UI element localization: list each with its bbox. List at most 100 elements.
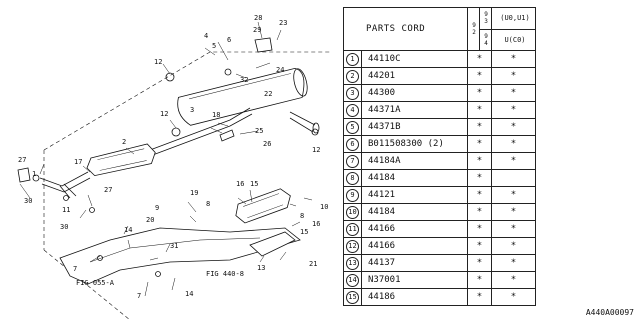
applicability-mark-2: * (491, 50, 536, 68)
row-index: 7 (346, 155, 359, 168)
part-number: 44121 (361, 186, 468, 204)
callout-16b: 16 (312, 220, 320, 228)
row-index-cell: 15 (343, 288, 362, 306)
row-index: 2 (346, 70, 359, 83)
front-pipe (39, 171, 91, 193)
row-index: 12 (346, 240, 359, 253)
callout-10: 10 (320, 203, 328, 211)
main-muffler (177, 67, 308, 126)
part-number: 44166 (361, 237, 468, 255)
callout-25: 25 (255, 127, 263, 135)
applicability-mark-2: * (491, 271, 536, 289)
row-index-cell: 8 (343, 169, 362, 187)
applicability-mark-2: * (491, 118, 536, 136)
row-index: 8 (346, 172, 359, 185)
part-number: 44371A (361, 101, 468, 119)
row-index: 10 (346, 206, 359, 219)
callout-27b: 27 (104, 186, 112, 194)
config-2-header: U(C0) (491, 28, 536, 51)
applicability-mark-2: * (491, 135, 536, 153)
row-index-cell: 14 (343, 271, 362, 289)
callout-9: 9 (155, 204, 159, 212)
row-index-cell: 5 (343, 118, 362, 136)
applicability-mark-1: * (467, 237, 492, 255)
callout-31: 31 (170, 242, 178, 250)
cover-plate (249, 231, 296, 257)
applicability-mark-2: * (491, 101, 536, 119)
part-number: 44201 (361, 67, 468, 85)
leader-lines (19, 21, 313, 297)
table-header-title: PARTS CORD (343, 7, 468, 51)
row-index-cell: 11 (343, 220, 362, 238)
callout-20: 20 (146, 216, 154, 224)
callout-22: 22 (264, 90, 272, 98)
image-code: A440A00097 (585, 308, 634, 317)
applicability-mark-1: * (467, 152, 492, 170)
part-number: 44184A (361, 152, 468, 170)
applicability-mark-1: * (467, 203, 492, 221)
row-index: 6 (346, 138, 359, 151)
row-index: 9 (346, 189, 359, 202)
row-index-cell: 12 (343, 237, 362, 255)
applicability-mark-1: * (467, 186, 492, 204)
applicability-mark-2: * (491, 237, 536, 255)
row-index: 5 (346, 121, 359, 134)
applicability-mark-1: * (467, 84, 492, 102)
callout-16: 16 (236, 180, 244, 188)
callout-23: 23 (279, 19, 287, 27)
callout-29: 29 (253, 26, 261, 34)
callout-30a: 30 (24, 197, 32, 205)
callout-13: 13 (257, 264, 265, 272)
callout-4: 4 (204, 32, 208, 40)
applicability-mark-2 (491, 169, 536, 187)
callout-3: 3 (190, 106, 194, 114)
part-number: 44186 (361, 288, 468, 306)
applicability-mark-2: * (491, 254, 536, 272)
row-index: 11 (346, 223, 359, 236)
callout-14b: 14 (185, 290, 193, 298)
applicability-mark-1: * (467, 169, 492, 187)
callout-11: 11 (62, 206, 70, 214)
applicability-mark-1: * (467, 254, 492, 272)
part-number: 44166 (361, 220, 468, 238)
callout-19: 19 (190, 189, 198, 197)
applicability-mark-2: * (491, 152, 536, 170)
callout-17: 17 (74, 158, 82, 166)
row-index-cell: 3 (343, 84, 362, 102)
applicability-mark-1: * (467, 220, 492, 238)
part-number: 44137 (361, 254, 468, 272)
applicability-mark-1: * (467, 271, 492, 289)
applicability-mark-1: * (467, 118, 492, 136)
row-index-cell: 1 (343, 50, 362, 68)
row-index: 15 (346, 291, 359, 304)
exhaust-system-diagram: 28 23 29 4 5 6 32 24 22 12 3 12 18 25 26… (17, 14, 330, 320)
applicability-mark-1: * (467, 101, 492, 119)
callout-12a: 12 (154, 58, 162, 66)
applicability-mark-2: * (491, 203, 536, 221)
tail-pipe (289, 111, 316, 133)
callout-14a: 14 (124, 226, 132, 234)
row-index: 3 (346, 87, 359, 100)
figure-ref-055-a: FIG 055-A (76, 279, 115, 287)
callout-15a: 15 (250, 180, 258, 188)
config-1-header: (U0,U1) (491, 7, 536, 30)
callout-8a: 8 (206, 200, 210, 208)
year-code-1-header: 93 (479, 7, 492, 30)
model-code-header: 92 (467, 7, 480, 51)
rear-converter (235, 188, 291, 224)
callout-15b: 15 (300, 228, 308, 236)
applicability-mark-2: * (491, 67, 536, 85)
callout-21: 21 (309, 260, 317, 268)
applicability-mark-2: * (491, 186, 536, 204)
callout-18: 18 (212, 111, 220, 119)
